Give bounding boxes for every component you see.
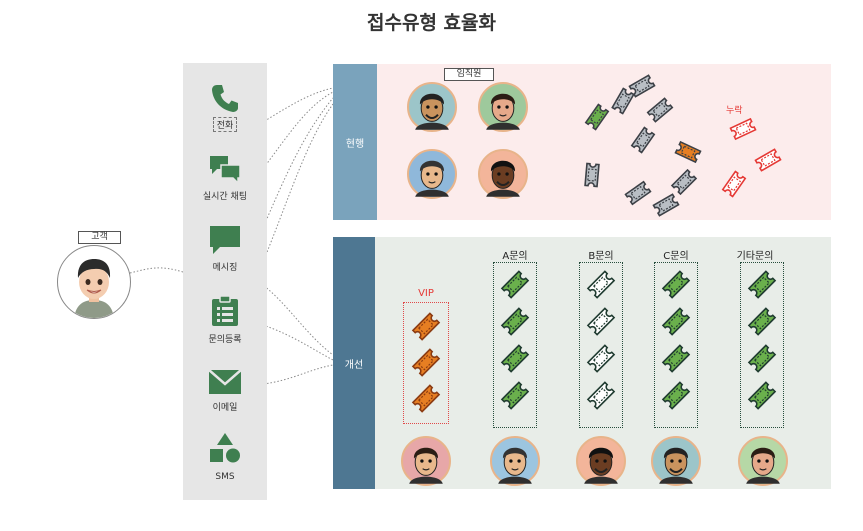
queue-face-b bbox=[576, 436, 626, 486]
queue-4-ticket-3 bbox=[661, 343, 691, 373]
channel-label-sms: SMS bbox=[215, 472, 235, 482]
channel-panel: 전화 실시간 채팅 메시징 문의등록 이메일 bbox=[183, 63, 267, 500]
queue-box-5 bbox=[740, 262, 784, 428]
queue-2-ticket-2 bbox=[500, 306, 530, 336]
queue-label-vip: VIP bbox=[418, 288, 434, 299]
channel-inquiry[interactable]: 문의등록 bbox=[183, 295, 267, 346]
customer-face-icon bbox=[74, 259, 114, 318]
link-messaging-improved bbox=[245, 274, 334, 356]
queue-1-ticket-1 bbox=[411, 311, 441, 341]
customer-tag: 고객 bbox=[78, 231, 121, 244]
queue-face-c bbox=[651, 436, 701, 486]
phone-icon bbox=[212, 85, 238, 112]
queue-5-ticket-2 bbox=[747, 306, 777, 336]
clipboard-icon bbox=[212, 295, 238, 326]
queue-box-2 bbox=[493, 262, 537, 428]
queue-1-ticket-3 bbox=[411, 383, 441, 413]
current-ticket-10 bbox=[652, 193, 680, 217]
chat-bubbles-icon bbox=[210, 156, 241, 184]
current-ticket-13 bbox=[721, 170, 747, 198]
current-ticket-5 bbox=[630, 126, 656, 154]
customer-avatar bbox=[57, 245, 131, 319]
queue-label-4: C문의 bbox=[663, 251, 689, 262]
channel-label-messaging: 메시징 bbox=[212, 263, 238, 273]
queue-5-ticket-4 bbox=[747, 380, 777, 410]
queue-label-3: B문의 bbox=[588, 251, 614, 262]
staff-face-2 bbox=[478, 82, 528, 132]
staff-face-1 bbox=[407, 82, 457, 132]
channel-phone[interactable]: 전화 bbox=[183, 83, 267, 132]
improved-section-label: 개선 bbox=[333, 237, 375, 489]
queue-2-ticket-3 bbox=[500, 343, 530, 373]
queue-3-ticket-2 bbox=[586, 306, 616, 336]
channel-sms[interactable]: SMS bbox=[183, 432, 267, 483]
queue-1-ticket-2 bbox=[411, 347, 441, 377]
channel-messaging[interactable]: 메시징 bbox=[183, 225, 267, 274]
staff-tag: 임직원 bbox=[444, 68, 494, 81]
queue-label-2: A문의 bbox=[502, 251, 528, 262]
queue-2-ticket-4 bbox=[500, 380, 530, 410]
message-icon bbox=[210, 226, 240, 254]
channel-label-email: 이메일 bbox=[212, 403, 238, 413]
current-ticket-11 bbox=[729, 117, 757, 141]
current-section bbox=[377, 64, 831, 220]
queue-face-etc bbox=[738, 436, 788, 486]
staff-face-4 bbox=[478, 149, 528, 199]
current-ticket-6 bbox=[674, 140, 702, 164]
current-ticket-12 bbox=[754, 148, 782, 172]
envelope-icon bbox=[208, 369, 242, 394]
current-ticket-9 bbox=[624, 180, 652, 206]
queue-4-ticket-2 bbox=[661, 306, 691, 336]
current-ticket-3 bbox=[628, 74, 656, 98]
channel-email[interactable]: 이메일 bbox=[183, 369, 267, 414]
link-customer-messaging bbox=[129, 267, 184, 274]
channel-label-phone: 전화 bbox=[212, 117, 238, 132]
queue-face-a bbox=[490, 436, 540, 486]
queue-box-1 bbox=[403, 302, 449, 424]
queue-3-ticket-4 bbox=[586, 380, 616, 410]
channel-label-chat: 실시간 채팅 bbox=[202, 192, 248, 202]
current-ticket-4 bbox=[646, 97, 674, 123]
current-section-label: 현행 bbox=[333, 64, 377, 220]
shapes-icon bbox=[210, 433, 240, 463]
queue-face-vip bbox=[401, 436, 451, 486]
current-ticket-1 bbox=[584, 103, 610, 131]
queue-5-ticket-1 bbox=[747, 269, 777, 299]
current-ticket-8 bbox=[584, 162, 600, 188]
queue-4-ticket-1 bbox=[661, 269, 691, 299]
queue-2-ticket-1 bbox=[500, 269, 530, 299]
missing-label: 누락 bbox=[726, 106, 743, 116]
queue-3-ticket-1 bbox=[586, 269, 616, 299]
current-ticket-7 bbox=[670, 168, 698, 196]
queue-box-4 bbox=[654, 262, 698, 428]
queue-box-3 bbox=[579, 262, 623, 428]
link-chat-current bbox=[245, 91, 334, 191]
queue-3-ticket-3 bbox=[586, 343, 616, 373]
queue-4-ticket-4 bbox=[661, 380, 691, 410]
page-title: 접수유형 효율화 bbox=[367, 12, 496, 34]
channel-chat[interactable]: 실시간 채팅 bbox=[183, 154, 267, 203]
queue-label-5: 기타문의 bbox=[736, 251, 774, 262]
queue-5-ticket-3 bbox=[747, 343, 777, 373]
staff-face-3 bbox=[407, 149, 457, 199]
channel-label-inquiry: 문의등록 bbox=[208, 335, 242, 345]
